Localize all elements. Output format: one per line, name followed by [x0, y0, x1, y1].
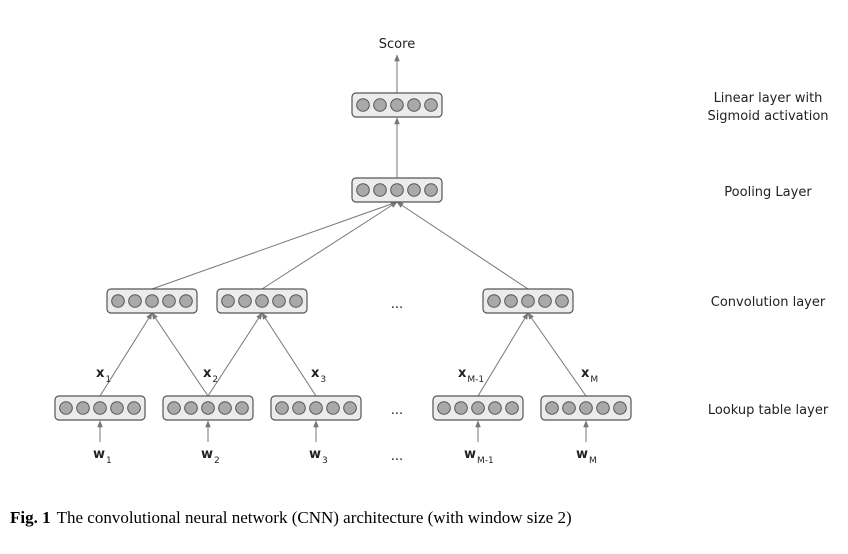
figure-caption: Fig. 1 The convolutional neural network (… [10, 508, 572, 528]
connection-arrows [97, 54, 589, 442]
neuron-unit [145, 294, 159, 308]
lookup-ellipsis: ... [391, 403, 403, 418]
word-w1: w1 [93, 447, 112, 466]
conv-vector-m [482, 288, 574, 314]
neuron-unit [167, 401, 181, 415]
neuron-unit [128, 294, 142, 308]
neuron-unit [488, 401, 502, 415]
neuron-unit [201, 401, 215, 415]
arrow-lookup1-to-conv1 [99, 312, 153, 397]
neuron-unit [454, 401, 468, 415]
neuron-unit [93, 401, 107, 415]
neuron-unit [521, 294, 535, 308]
neuron-unit [407, 183, 421, 197]
lookup-vector-m [540, 395, 632, 421]
neuron-unit [111, 294, 125, 308]
neuron-unit [127, 401, 141, 415]
word-wm: wM [576, 447, 597, 466]
neuron-unit [471, 401, 485, 415]
conv-vector-1 [106, 288, 198, 314]
lookup-vector-3 [270, 395, 362, 421]
neuron-unit [326, 401, 340, 415]
arrow-lookupm-1-to-convm [477, 312, 529, 397]
arrow-convm-to-pool [396, 201, 529, 290]
neuron-unit [373, 98, 387, 112]
score-label: Score [379, 37, 415, 52]
neuron-unit [596, 401, 610, 415]
word-wm-1: wM-1 [464, 447, 494, 466]
conv-vector-2 [216, 288, 308, 314]
linear-layer-vector [351, 92, 443, 118]
neuron-unit [356, 98, 370, 112]
neuron-unit [424, 98, 438, 112]
neuron-unit [505, 401, 519, 415]
neuron-unit [373, 183, 387, 197]
neuron-unit [275, 401, 289, 415]
neuron-unit [255, 294, 269, 308]
neuron-unit [110, 401, 124, 415]
word-w2: w2 [201, 447, 220, 466]
lookup-vector-1 [54, 395, 146, 421]
lookup-vector-m-1 [432, 395, 524, 421]
neuron-unit [424, 183, 438, 197]
neuron-unit [504, 294, 518, 308]
neuron-unit [221, 294, 235, 308]
figure-caption-text: The convolutional neural network (CNN) a… [56, 508, 572, 527]
neuron-unit [59, 401, 73, 415]
conv-input-x3: x3 [311, 366, 326, 385]
lookup-vector-2 [162, 395, 254, 421]
neuron-unit [76, 401, 90, 415]
pooling-layer-vector [351, 177, 443, 203]
neuron-unit [292, 401, 306, 415]
arrow-conv2-to-pool [261, 201, 398, 290]
neuron-unit [162, 294, 176, 308]
conv-input-x2: x2 [203, 366, 218, 385]
neuron-unit [579, 401, 593, 415]
neuron-unit [289, 294, 303, 308]
word-w3: w3 [309, 447, 328, 466]
linear-layer-label-line1: Linear layer with [714, 91, 823, 106]
arrow-lookup3-to-conv2 [261, 312, 317, 397]
neuron-unit [407, 98, 421, 112]
neuron-unit [356, 183, 370, 197]
neuron-unit [562, 401, 576, 415]
neuron-unit [545, 401, 559, 415]
conv-input-xm: xM [581, 366, 598, 385]
conv-input-xm-1: xM-1 [458, 366, 484, 385]
neuron-unit [272, 294, 286, 308]
neuron-unit [179, 294, 193, 308]
arrow-lookupm-to-convm [527, 312, 587, 397]
convolution-layer-label: Convolution layer [711, 295, 826, 310]
arrow-lookup2-to-conv1 [151, 312, 209, 397]
word-ellipsis: ... [391, 449, 403, 464]
arrow-lookup2-to-conv2 [207, 312, 263, 397]
neuron-unit [184, 401, 198, 415]
neuron-unit [437, 401, 451, 415]
neuron-unit [487, 294, 501, 308]
neuron-unit [309, 401, 323, 415]
arrow-conv1-to-pool [151, 201, 398, 290]
neuron-unit [390, 98, 404, 112]
neuron-unit [238, 294, 252, 308]
neuron-unit [235, 401, 249, 415]
conv-ellipsis: ... [391, 297, 403, 312]
neuron-unit [390, 183, 404, 197]
linear-layer-label-line2: Sigmoid activation [707, 109, 828, 124]
neuron-unit [218, 401, 232, 415]
neuron-unit [613, 401, 627, 415]
figure-caption-label: Fig. 1 [10, 508, 51, 527]
pooling-layer-label: Pooling Layer [724, 185, 812, 200]
lookup-layer-label: Lookup table layer [708, 403, 829, 418]
neuron-unit [538, 294, 552, 308]
vector-boxes [54, 92, 632, 421]
neuron-unit [555, 294, 569, 308]
neuron-unit [343, 401, 357, 415]
conv-input-x1: x1 [96, 366, 111, 385]
